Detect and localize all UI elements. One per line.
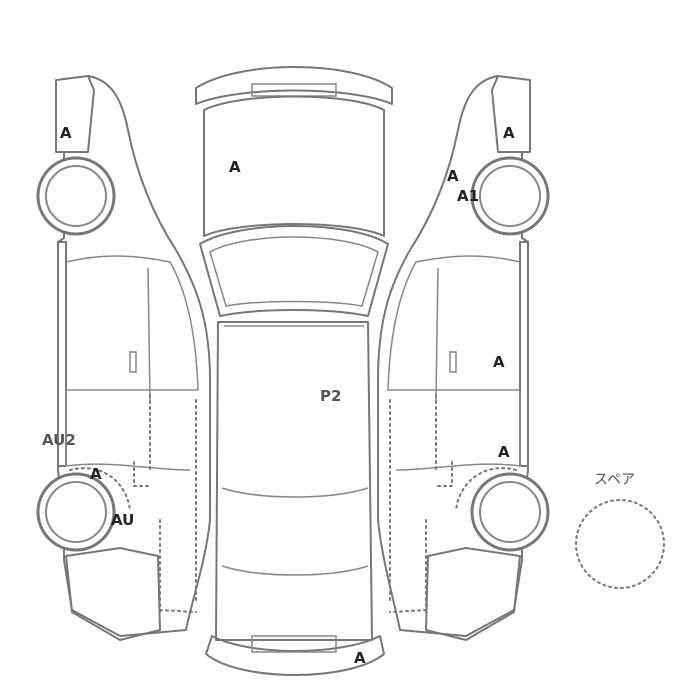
left-dotted-arch: [69, 467, 131, 511]
right-door-split: [435, 267, 439, 401]
left-dotted-frame: [133, 394, 197, 613]
left-rear-bottom-outline: [65, 547, 161, 641]
mark-right-front-arch-a1: A1: [457, 187, 479, 205]
right-rear-rim: [479, 481, 541, 543]
right-body-outline: [377, 75, 529, 637]
trunk-line: [221, 565, 369, 576]
mark-left-rear-quarter: AU: [111, 511, 134, 529]
spare-label: スペア: [594, 472, 635, 488]
left-front-top-outline: [55, 75, 95, 153]
left-door-handle: [129, 351, 137, 373]
windshield-outline: [199, 225, 389, 317]
mark-left-rocker: AU2: [42, 431, 76, 449]
left-body-outline: [57, 75, 211, 637]
mark-roof: P2: [320, 387, 341, 405]
right-dotted-frame: [389, 394, 453, 613]
top-view: [195, 66, 393, 676]
hood-outline: [203, 95, 385, 237]
left-front-rim: [45, 165, 107, 227]
left-side-view: [36, 75, 211, 641]
right-rocker-outline: [519, 241, 529, 467]
damage-marks: A A A A A1 A P2 AU2 A A AU A: [42, 124, 515, 667]
right-lower-panel: [395, 390, 521, 471]
left-door-split: [147, 267, 151, 401]
left-rear-rim: [45, 481, 107, 543]
spare-tire: スペア: [575, 472, 665, 589]
mark-hood: A: [229, 158, 241, 176]
left-lower-panel: [65, 390, 191, 471]
mark-right-front-fender: A: [503, 124, 515, 142]
right-front-top-outline: [491, 75, 531, 153]
roof-outline: [215, 321, 373, 641]
front-bumper-outline: [195, 66, 393, 105]
windshield-inner: [209, 236, 379, 307]
rear-bumper-outline: [205, 635, 385, 676]
mark-right-front-arch-a: A: [447, 167, 459, 185]
left-rocker-outline: [57, 241, 67, 467]
mark-rear-bumper: A: [354, 649, 366, 667]
mark-right-front-door: A: [493, 353, 505, 371]
right-dotted-arch: [455, 467, 517, 511]
right-door-handle: [449, 351, 457, 373]
mark-left-front-fender: A: [60, 124, 72, 142]
spare-tire-circle: [575, 499, 665, 589]
right-door-frame: [387, 255, 521, 391]
right-side-view: [377, 75, 550, 641]
rear-bumper-plate: [251, 635, 337, 653]
rear-window-line: [221, 487, 369, 498]
left-door-frame: [65, 255, 199, 391]
mark-right-rear-fender: A: [498, 443, 510, 461]
right-front-rim: [479, 165, 541, 227]
front-bumper-grille: [251, 83, 337, 97]
mark-left-rear-fender: A: [90, 465, 102, 483]
right-rear-bottom-outline: [425, 547, 521, 641]
